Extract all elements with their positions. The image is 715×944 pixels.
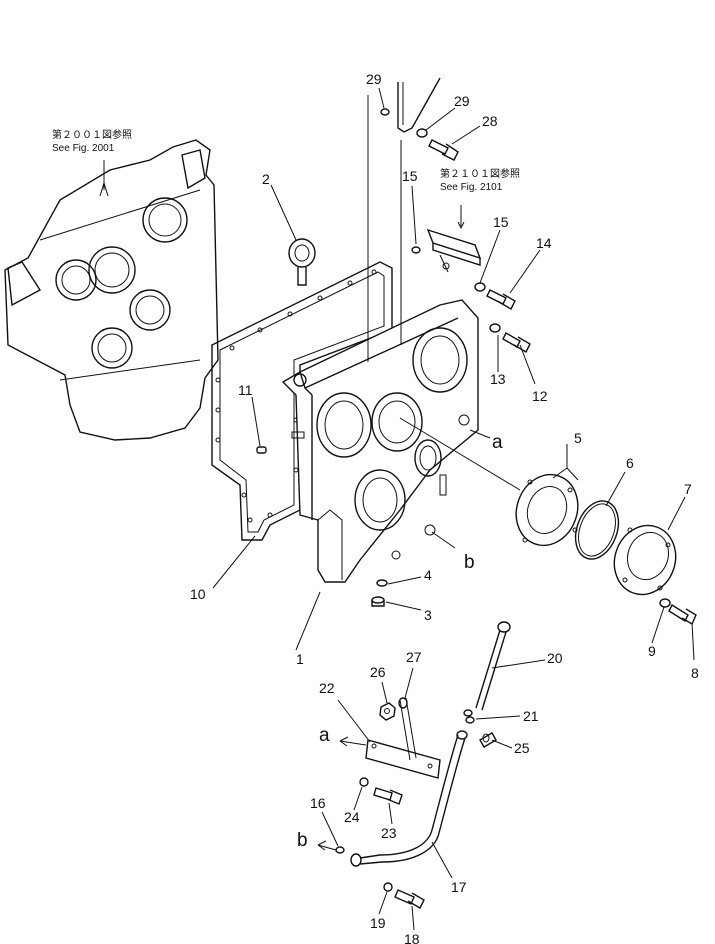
pipe-clamp-25 xyxy=(479,732,497,748)
callout-3: 3 xyxy=(424,607,432,623)
drain-plug xyxy=(371,596,385,607)
callout-11: 11 xyxy=(238,382,253,398)
note-fig2001: 第２００１図参照 See Fig. 2001 xyxy=(52,128,132,154)
pipe-washer-16 xyxy=(335,846,345,854)
leader-lines xyxy=(212,87,695,931)
callout-20: 20 xyxy=(547,650,563,666)
cover-washer xyxy=(659,598,671,608)
gasket xyxy=(211,261,393,541)
bracket-washer-24 xyxy=(359,777,369,787)
callout-29-right: 29 xyxy=(454,93,470,109)
pipe-clip-21 xyxy=(463,709,475,724)
dowel-pin xyxy=(256,446,267,454)
callout-26: 26 xyxy=(370,664,386,680)
callout-15-lower: 15 xyxy=(493,214,509,230)
callout-16: 16 xyxy=(310,795,326,811)
mark-a-upper: a xyxy=(492,432,503,453)
pipe-bolt xyxy=(394,889,425,909)
callout-12: 12 xyxy=(532,388,548,404)
callout-15-upper: 15 xyxy=(402,168,418,184)
upper-bolts xyxy=(428,139,531,353)
callout-7: 7 xyxy=(684,481,692,497)
reference-housing-fig2001 xyxy=(4,139,219,441)
mark-a-lower: a xyxy=(319,725,330,746)
callout-9: 9 xyxy=(648,643,656,659)
oil-filler-pipe xyxy=(350,730,468,867)
mounting-block-fig2101 xyxy=(426,205,482,273)
bracket-bolt xyxy=(373,787,403,805)
bracket-washer-27 xyxy=(398,697,408,709)
eye-bolt xyxy=(288,238,316,286)
note-fig2101-en: See Fig. 2101 xyxy=(440,182,503,193)
mark-b-upper: b xyxy=(464,552,475,573)
connection-letters: a b a b xyxy=(297,432,503,851)
bracket-nut xyxy=(379,702,396,721)
dipstick xyxy=(475,621,511,711)
callout-10: 10 xyxy=(190,586,206,602)
bearing-retainer xyxy=(515,473,579,547)
callout-8: 8 xyxy=(691,665,699,681)
callout-labels: 1 2 3 4 5 6 7 8 9 10 11 12 13 14 15 15 1… xyxy=(190,71,699,944)
drain-washer xyxy=(376,579,388,587)
note-fig2001-en: See Fig. 2001 xyxy=(52,143,115,154)
callout-6: 6 xyxy=(626,455,634,471)
callout-14: 14 xyxy=(536,235,552,251)
callout-17: 17 xyxy=(451,879,467,895)
callout-23: 23 xyxy=(381,825,397,841)
gasket-holes xyxy=(215,269,377,523)
case-bores xyxy=(316,327,468,531)
harness-bracket-upper xyxy=(367,77,441,362)
callout-21: 21 xyxy=(523,708,539,724)
callout-2: 2 xyxy=(262,171,270,187)
callout-25: 25 xyxy=(514,740,530,756)
pipe-washer-19 xyxy=(383,882,393,892)
callout-1: 1 xyxy=(296,651,304,667)
o-ring xyxy=(574,500,620,560)
callout-13: 13 xyxy=(490,371,506,387)
note-fig2101: 第２１０１図参照 See Fig. 2101 xyxy=(440,167,520,193)
callout-19: 19 xyxy=(370,915,386,931)
note-fig2101-jp: 第２１０１図参照 xyxy=(440,167,520,180)
pipe-bracket xyxy=(365,697,441,779)
callout-27: 27 xyxy=(406,649,422,665)
upper-washers xyxy=(380,108,501,333)
transmission-case xyxy=(281,299,479,583)
callout-18: 18 xyxy=(404,931,420,944)
lower-arrows xyxy=(317,736,367,851)
mark-b-lower: b xyxy=(297,830,308,851)
callout-29-left: 29 xyxy=(366,71,382,87)
cover-bolt xyxy=(668,603,697,626)
note-fig2001-jp: 第２００１図参照 xyxy=(52,128,132,141)
callout-22: 22 xyxy=(319,680,335,696)
callout-24: 24 xyxy=(344,809,360,825)
callout-4: 4 xyxy=(424,567,432,583)
callout-5: 5 xyxy=(574,430,582,446)
callout-28: 28 xyxy=(482,113,498,129)
end-cover xyxy=(613,524,677,596)
